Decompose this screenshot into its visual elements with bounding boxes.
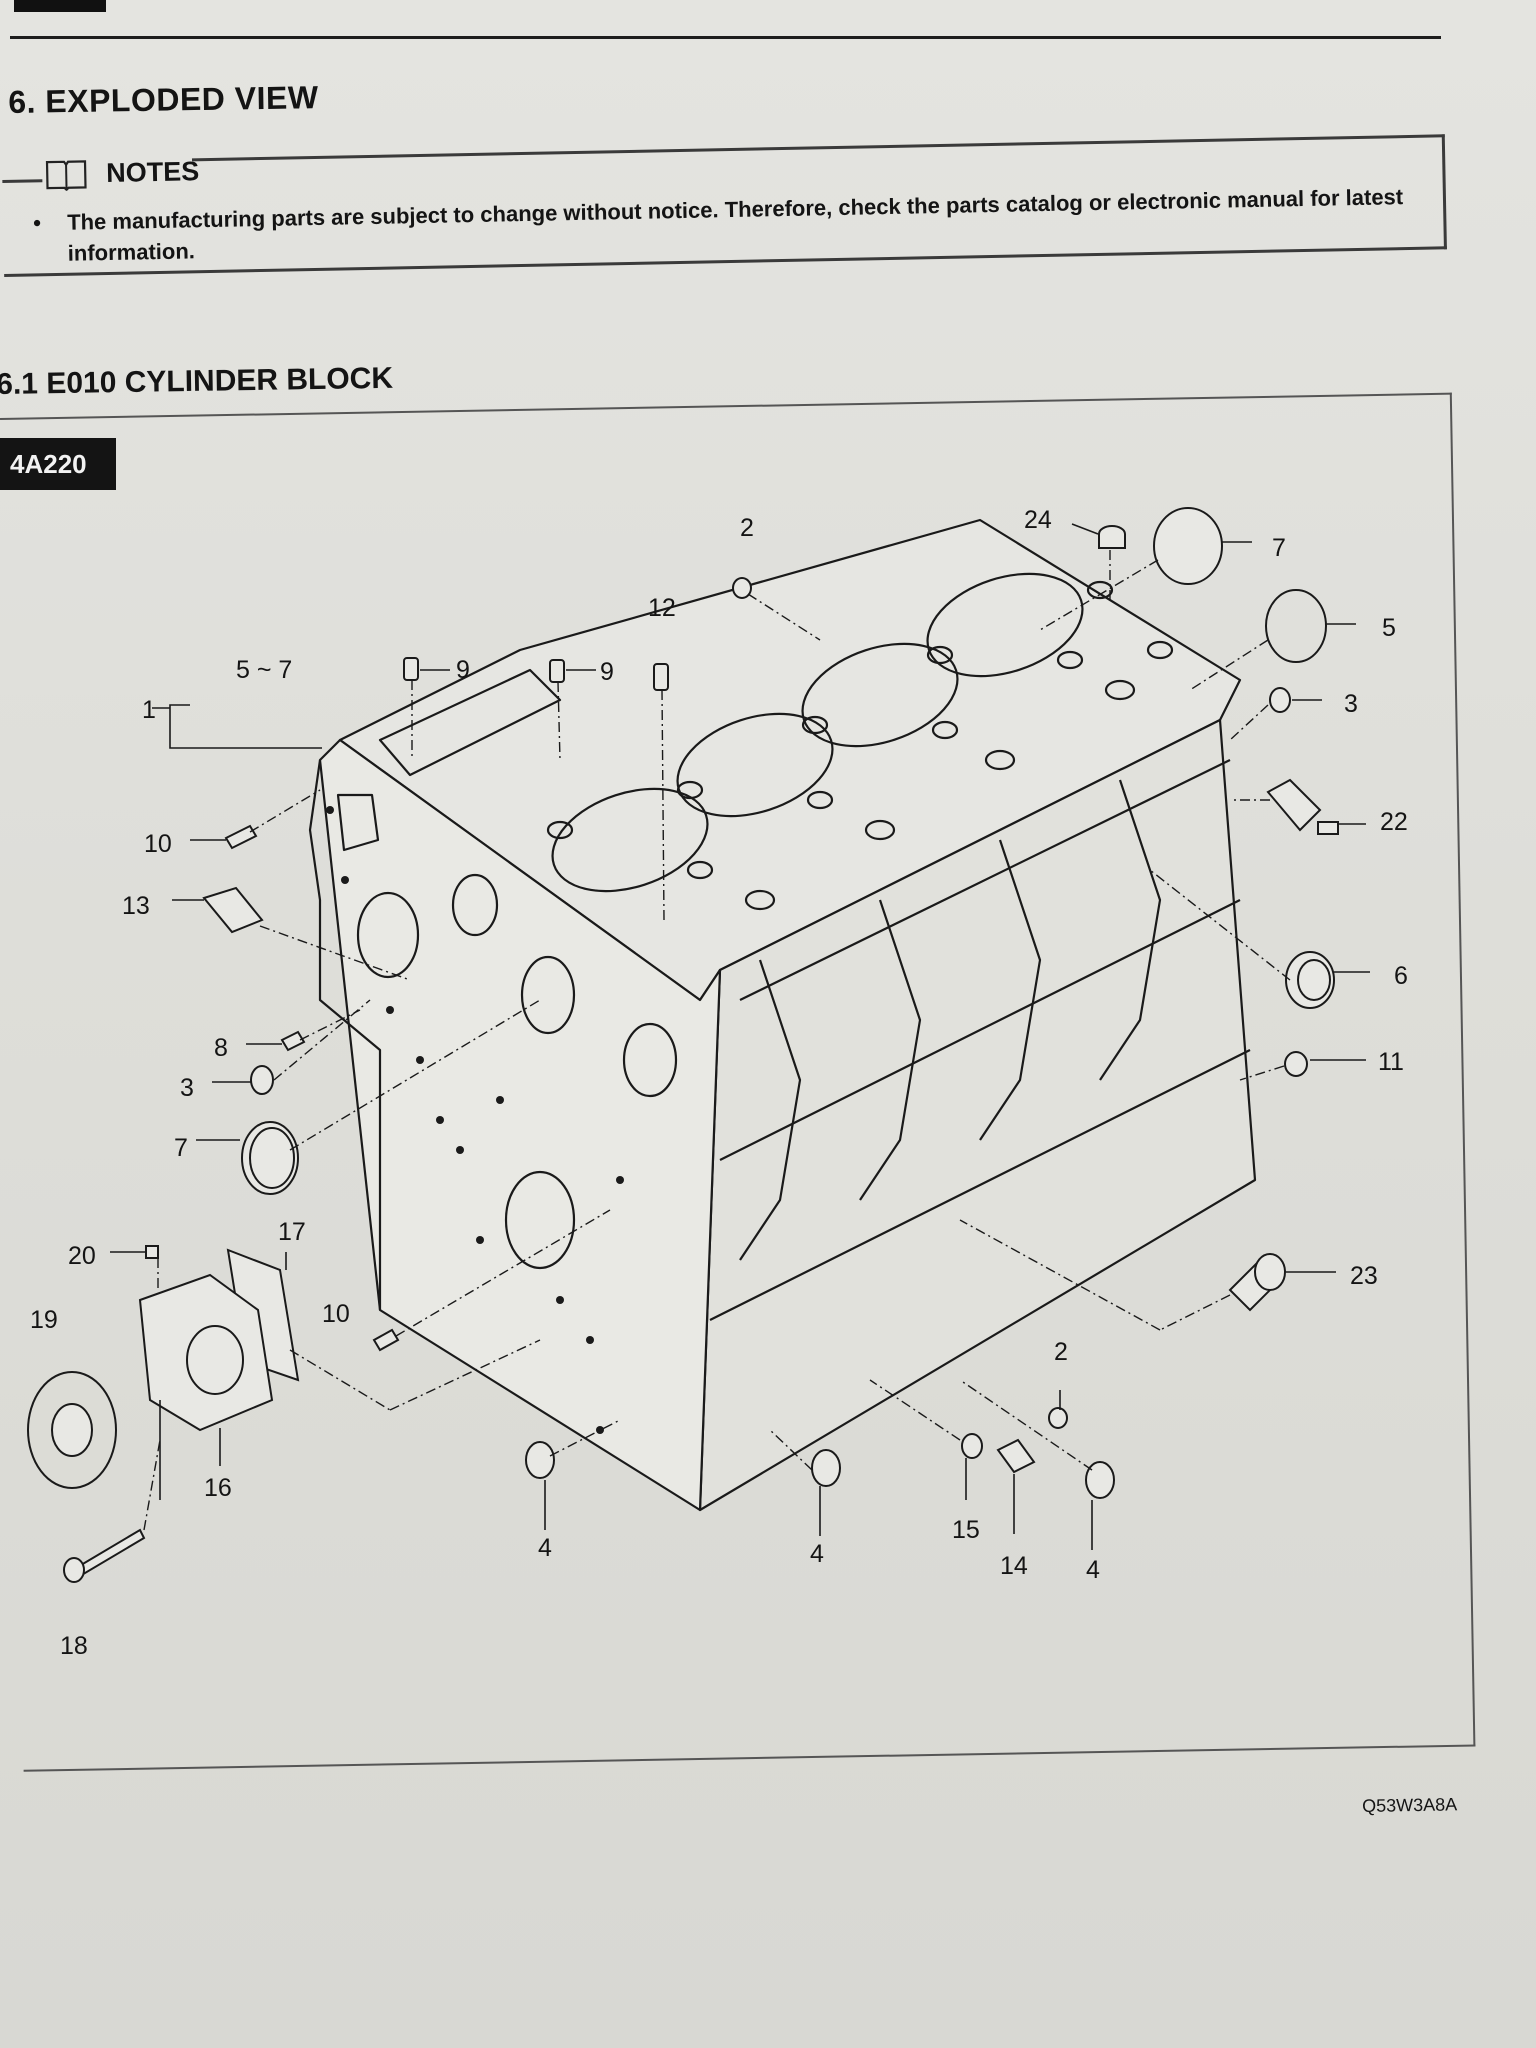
- section-title: 6. EXPLODED VIEW: [8, 79, 319, 120]
- leader-lines: [110, 523, 1370, 1550]
- component-parts: [27, 507, 1339, 1583]
- part-label-14: 14: [1000, 1552, 1028, 1580]
- figure-tag: 4A220: [0, 438, 116, 490]
- exploded-view-diagram: 1 5 ~ 7 9 9 2 12 24 7 5 3 22 6 11 10 13 …: [27, 506, 1408, 1660]
- part-label-17: 17: [278, 1218, 306, 1246]
- part-label-13: 13: [122, 892, 150, 920]
- cylinder-block-drawing: [308, 518, 1257, 1512]
- part-label-3-left: 3: [180, 1074, 194, 1102]
- part-label-16: 16: [204, 1474, 232, 1502]
- part-label-9b: 9: [600, 658, 614, 686]
- part-label-22: 22: [1380, 808, 1408, 836]
- part-number-labels: 1 5 ~ 7 9 9 2 12 24 7 5 3 22 6 11 10 13 …: [30, 506, 1408, 1660]
- notes-bullet: •: [32, 210, 42, 236]
- part-label-19: 19: [30, 1306, 58, 1334]
- part-label-7-top: 7: [1272, 534, 1286, 562]
- part-label-4c: 4: [1086, 1556, 1100, 1584]
- part-label-4b: 4: [810, 1540, 824, 1568]
- part-label-10-top: 10: [144, 830, 172, 858]
- notes-top-border: [191, 134, 1445, 162]
- notes-left-border: [2, 179, 43, 183]
- part-label-8: 8: [214, 1034, 228, 1062]
- book-icon: [45, 160, 87, 192]
- notes-text: • The manufacturing parts are subject to…: [33, 181, 1434, 270]
- part-label-4a: 4: [538, 1534, 552, 1562]
- header-logo: [14, 0, 106, 12]
- part-label-3-right: 3: [1344, 690, 1358, 718]
- part-label-7-left: 7: [174, 1134, 188, 1162]
- part-label-10-bottom: 10: [322, 1300, 350, 1328]
- notes-box: NOTES • The manufacturing parts are subj…: [2, 134, 1447, 277]
- part-label-5: 5: [1382, 614, 1396, 642]
- part-label-20: 20: [68, 1242, 96, 1270]
- part-label-1: 1: [142, 696, 156, 724]
- part-label-24: 24: [1024, 506, 1052, 534]
- part-label-12: 12: [648, 594, 676, 622]
- assembly-axis-lines: [143, 550, 1291, 1531]
- part-label-6: 6: [1394, 962, 1408, 990]
- header-rule: [10, 36, 1441, 39]
- part-label-15: 15: [952, 1516, 980, 1544]
- part-label-2-top: 2: [740, 514, 754, 542]
- part-label-23: 23: [1350, 1262, 1378, 1290]
- part-label-9a: 9: [456, 656, 470, 684]
- part-label-5-7: 5 ~ 7: [236, 656, 292, 684]
- part-label-18: 18: [60, 1632, 88, 1660]
- notes-label: NOTES: [105, 156, 200, 188]
- part-label-11: 11: [1378, 1048, 1404, 1076]
- notes-body: The manufacturing parts are subject to c…: [66, 184, 1404, 266]
- subsection-title: 6.1 E010 CYLINDER BLOCK: [0, 361, 394, 401]
- figure-code: Q53W3A8A: [1362, 1794, 1458, 1816]
- part-label-2-bottom: 2: [1054, 1338, 1068, 1366]
- block-fastener-holes: [326, 806, 624, 1434]
